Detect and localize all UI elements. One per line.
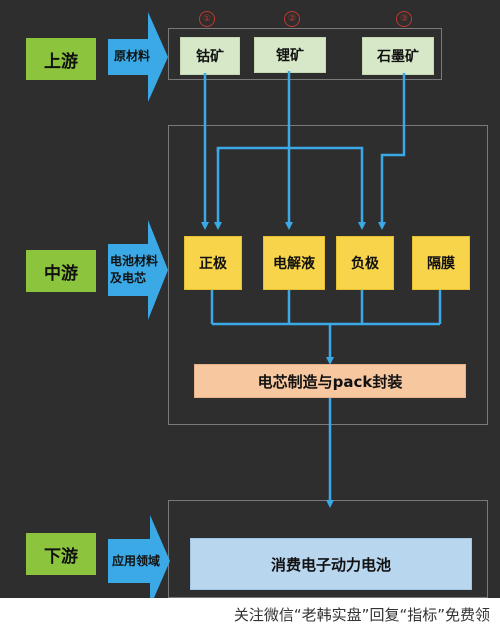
node-separator-label: 隔膜 <box>427 256 455 272</box>
node-cell-manufacturing: 电芯制造与pack封装 <box>194 364 466 398</box>
footer-bar: 关注微信“老韩实盘”回复“指标”免费领 <box>0 598 500 627</box>
stage-downstream-label: 下游 <box>44 546 78 567</box>
node-electrolyte: 电解液 <box>263 236 325 290</box>
node-lithium-ore: 锂矿 <box>254 37 326 73</box>
stage-midstream: 中游 <box>26 250 96 292</box>
node-application-label: 消费电子动力电池 <box>270 555 391 574</box>
node-anode-label: 负极 <box>351 256 379 272</box>
marker-cobalt: ① <box>199 11 215 27</box>
downstream-band-arrow <box>108 515 170 607</box>
marker-lithium: ② <box>284 11 300 27</box>
stage-midstream-label: 中游 <box>44 263 78 284</box>
upstream-desc: 原材料 <box>114 49 151 63</box>
midstream-desc-line1: 电池材料 <box>110 254 159 268</box>
node-separator: 隔膜 <box>412 236 470 290</box>
upstream-band-arrow <box>108 12 168 102</box>
downstream-desc: 应用领域 <box>112 554 161 568</box>
upstream-panel <box>168 28 442 80</box>
node-lithium-ore-label: 锂矿 <box>276 48 304 64</box>
midstream-desc-line2: 及电芯 <box>110 271 147 285</box>
midstream-desc: 电池材料 及电芯 <box>110 253 158 287</box>
node-electrolyte-label: 电解液 <box>273 256 315 272</box>
marker-graphite: ③ <box>396 11 412 27</box>
node-application: 消费电子动力电池 <box>190 538 472 590</box>
midstream-panel <box>168 125 488 425</box>
line-graphite <box>378 73 406 230</box>
midstream-band-arrow <box>108 220 168 320</box>
node-cell-manufacturing-label: 电芯制造与pack封装 <box>257 372 403 391</box>
node-cathode-label: 正极 <box>199 256 227 272</box>
node-graphite-ore: 石墨矿 <box>362 37 434 75</box>
footer-text: 关注微信“老韩实盘”回复“指标”免费领 <box>233 606 490 624</box>
node-graphite-ore-label: 石墨矿 <box>377 49 419 65</box>
stage-upstream: 上游 <box>26 38 96 80</box>
node-cathode: 正极 <box>184 236 242 290</box>
diagram-canvas: 上游 中游 下游 原材料 电池材料 及电芯 应用领域 ① ② ③ 钴矿 锂矿 石… <box>26 11 488 607</box>
stage-downstream: 下游 <box>26 533 96 575</box>
node-cobalt-ore: 钴矿 <box>180 37 240 75</box>
stage-upstream-label: 上游 <box>44 51 78 72</box>
node-cobalt-ore-label: 钴矿 <box>196 49 224 65</box>
connector-lines <box>201 71 442 508</box>
node-anode: 负极 <box>336 236 394 290</box>
